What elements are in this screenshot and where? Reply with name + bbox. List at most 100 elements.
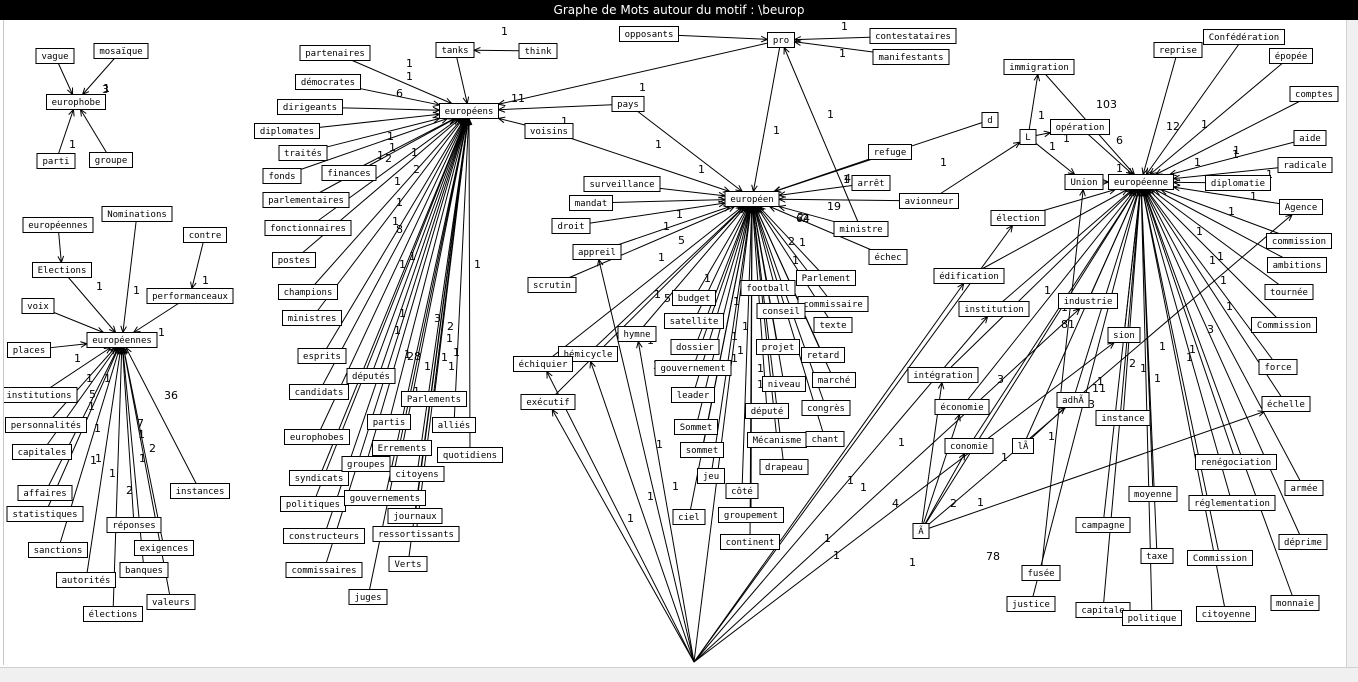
word-node-think[interactable]: think (519, 44, 557, 59)
word-node-instance[interactable]: instance (1096, 411, 1150, 426)
word-node-texte[interactable]: texte (814, 318, 852, 333)
word-node-scrutin[interactable]: scrutin (528, 278, 576, 293)
word-node-partenaires[interactable]: partenaires (300, 46, 370, 61)
word-node-cote[interactable]: côté (726, 484, 758, 499)
word-node-parlement[interactable]: Parlement (797, 271, 856, 286)
word-node-fonctionnaires[interactable]: fonctionnaires (265, 221, 351, 236)
word-node-pro[interactable]: pro (768, 33, 795, 48)
word-node-appreil[interactable]: appreil (573, 245, 621, 260)
word-node-fonds[interactable]: fonds (263, 169, 301, 184)
word-node-union[interactable]: Union (1065, 175, 1103, 190)
word-node-marche[interactable]: marché (813, 373, 856, 388)
word-node-nominations[interactable]: Nominations (102, 207, 172, 222)
word-node-integration[interactable]: intégration (908, 368, 978, 383)
word-node-arret[interactable]: arrêt (852, 176, 890, 191)
word-node-performanceaux[interactable]: performanceaux (147, 289, 233, 304)
word-node-personnalites[interactable]: personnalités (6, 418, 87, 433)
word-node-echiquier[interactable]: échiquier (514, 357, 573, 372)
vertical-scrollbar[interactable] (1346, 20, 1358, 667)
word-node-affaires[interactable]: affaires (18, 486, 72, 501)
word-node-groupe[interactable]: groupe (90, 153, 133, 168)
word-node-mandat[interactable]: mandat (570, 196, 613, 211)
word-node-continent[interactable]: continent (721, 535, 780, 550)
word-node-voix[interactable]: voix (22, 299, 54, 314)
word-node-adha[interactable]: adhÃ (1057, 393, 1089, 408)
word-node-errements[interactable]: Errements (373, 441, 432, 456)
word-node-groupes[interactable]: groupes (342, 457, 390, 472)
word-node-leader[interactable]: leader (672, 388, 715, 403)
word-node-renegociation[interactable]: renégociation (1196, 455, 1277, 470)
word-node-sion[interactable]: sion (1108, 328, 1140, 343)
word-node-places[interactable]: places (8, 343, 51, 358)
word-node-elections[interactable]: Elections (33, 263, 92, 278)
word-node-elections2[interactable]: élections (84, 607, 143, 622)
word-node-gouvernements[interactable]: gouvernements (345, 491, 426, 506)
word-node-reponses[interactable]: réponses (107, 518, 161, 533)
word-node-parlementaires[interactable]: parlementaires (263, 193, 349, 208)
word-node-statistiques[interactable]: statistiques (7, 507, 83, 522)
word-node-contre[interactable]: contre (184, 228, 227, 243)
word-node-atilde[interactable]: Ã (913, 524, 929, 539)
word-node-europeenne[interactable]: européenne (1109, 175, 1174, 190)
word-node-diplomatie[interactable]: diplomatie (1206, 176, 1271, 191)
word-node-comptes[interactable]: comptes (1290, 87, 1338, 102)
word-node-armee[interactable]: armée (1285, 481, 1323, 496)
word-node-candidats[interactable]: candidats (290, 385, 349, 400)
word-node-citoyenne[interactable]: citoyenne (1197, 607, 1256, 622)
word-node-confederation[interactable]: Confédération (1204, 30, 1285, 45)
word-node-ambitions[interactable]: ambitions (1268, 258, 1327, 273)
word-node-diplomates[interactable]: diplomates (255, 124, 320, 139)
word-node-institutions[interactable]: institutions (4, 388, 77, 403)
word-node-sanctions[interactable]: sanctions (29, 543, 88, 558)
word-node-europhobe[interactable]: europhobe (47, 95, 106, 110)
word-node-surveillance[interactable]: surveillance (584, 177, 660, 192)
word-node-journaux[interactable]: journaux (388, 509, 442, 524)
word-node-taxe[interactable]: taxe (1141, 549, 1173, 564)
word-node-institution[interactable]: institution (959, 302, 1029, 317)
word-node-juges[interactable]: juges (349, 590, 387, 605)
horizontal-scrollbar[interactable] (0, 667, 1358, 682)
word-node-democrates[interactable]: démocrates (296, 75, 361, 90)
word-node-capitale[interactable]: capitale (1076, 603, 1130, 618)
word-node-hymne[interactable]: hymne (618, 327, 656, 342)
word-node-deputes[interactable]: députés (347, 369, 395, 384)
word-node-commission2[interactable]: Commission (1252, 318, 1317, 333)
word-node-sommet1[interactable]: Sommet (675, 420, 718, 435)
word-node-traites[interactable]: traités (279, 146, 327, 161)
word-node-refuge[interactable]: refuge (869, 145, 912, 160)
word-node-agence[interactable]: Agence (1280, 200, 1323, 215)
word-node-force[interactable]: force (1259, 360, 1297, 375)
word-node-droit[interactable]: droit (552, 219, 590, 234)
word-node-immigration[interactable]: immigration (1004, 60, 1074, 75)
word-node-partis[interactable]: partis (368, 415, 411, 430)
word-node-europhobes[interactable]: europhobes (285, 430, 350, 445)
word-node-europeennes2[interactable]: européennes (23, 218, 93, 233)
word-node-satellite[interactable]: satellite (665, 314, 724, 329)
word-node-quotidiens[interactable]: quotidiens (438, 448, 503, 463)
word-node-depriime[interactable]: déprime (1279, 535, 1327, 550)
word-node-projet[interactable]: projet (757, 340, 800, 355)
word-node-reprise[interactable]: reprise (1154, 43, 1202, 58)
word-node-campagne[interactable]: campagne (1076, 518, 1130, 533)
word-node-instances[interactable]: instances (171, 484, 230, 499)
word-node-la[interactable]: lÃ (1013, 439, 1034, 454)
word-node-tanks[interactable]: tanks (436, 43, 474, 58)
word-node-edification[interactable]: édification (934, 269, 1004, 284)
word-node-echelle[interactable]: échelle (1262, 397, 1310, 412)
word-node-commissaire[interactable]: commissaire (798, 297, 868, 312)
word-node-groupement[interactable]: groupement (719, 508, 784, 523)
word-node-contestataires[interactable]: contestataires (870, 29, 956, 44)
word-node-epopee[interactable]: épopée (1270, 49, 1313, 64)
word-node-exigences[interactable]: exigences (135, 541, 194, 556)
word-node-autorites[interactable]: autorités (57, 573, 116, 588)
word-node-chant[interactable]: chant (806, 432, 844, 447)
word-node-budget[interactable]: budget (673, 291, 716, 306)
word-node-commission[interactable]: commission (1267, 234, 1332, 249)
word-node-ministres[interactable]: ministres (283, 311, 342, 326)
word-node-fusee[interactable]: fusée (1022, 566, 1060, 581)
word-node-executif[interactable]: exécutif (521, 395, 575, 410)
word-node-radicale[interactable]: radicale (1278, 158, 1332, 173)
word-node-commission3[interactable]: Commission (1188, 551, 1253, 566)
word-node-mecanisme[interactable]: Mécanisme (748, 433, 807, 448)
